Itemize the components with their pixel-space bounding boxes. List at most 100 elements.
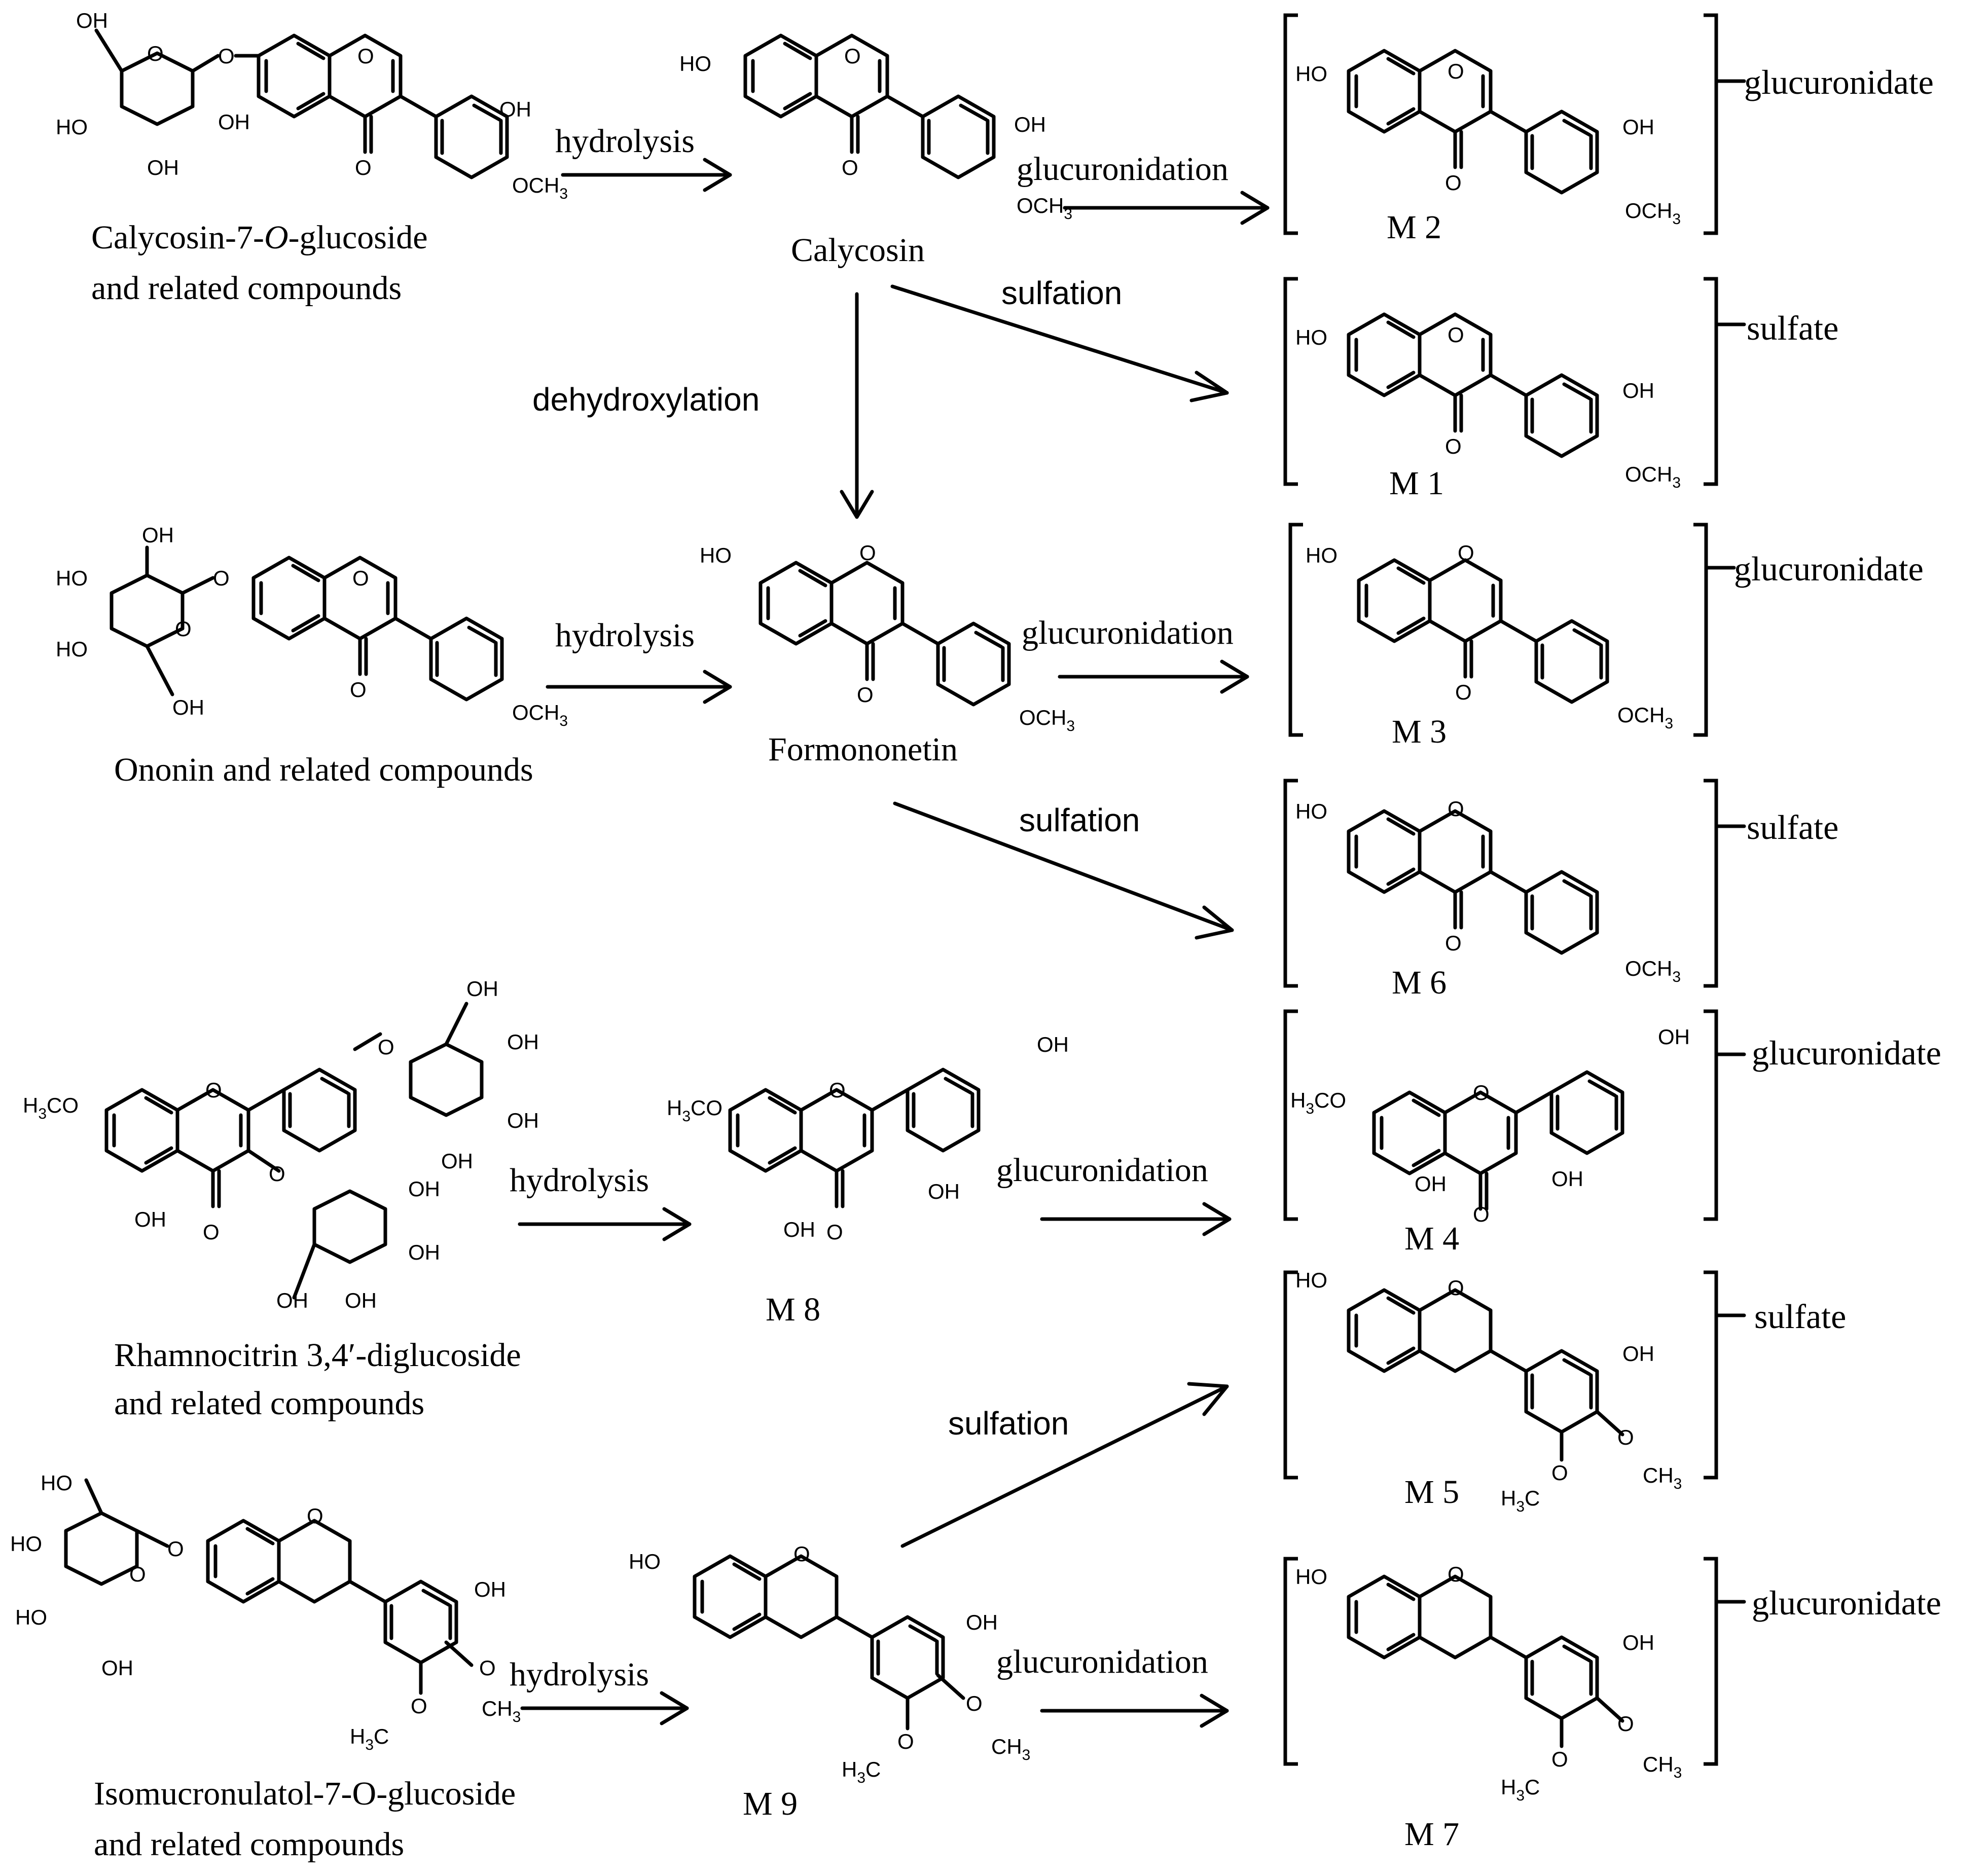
- m1-structure: [1283, 277, 1746, 486]
- reaction-sulfation: sulfation: [1001, 275, 1122, 311]
- atom-ho: HO: [700, 543, 732, 567]
- arrow-head: [840, 490, 874, 519]
- atom-oh: OH: [345, 1289, 377, 1312]
- m3-conjugate: glucuronidate: [1734, 549, 1924, 588]
- m9-structure: [695, 1556, 965, 1731]
- atom-o: O: [1448, 323, 1464, 347]
- atom-h3co: H3CO: [1290, 1088, 1346, 1117]
- atom-o: O: [857, 683, 874, 707]
- atom-oh: OH: [1415, 1172, 1447, 1196]
- atom-h3co: H3CO: [667, 1096, 722, 1125]
- atom-oh: OH: [1037, 1033, 1069, 1056]
- atom-oh: OH: [466, 977, 498, 1001]
- arrow-sulfation: [900, 1384, 1229, 1548]
- atom-o: O: [175, 617, 192, 641]
- m9-label: M 9: [743, 1785, 798, 1822]
- atom-ho: HO: [56, 115, 88, 139]
- reaction-glucuronidation: glucuronidation: [996, 1643, 1208, 1680]
- m5-label: M 5: [1404, 1474, 1459, 1511]
- m4-label: M 4: [1404, 1220, 1459, 1257]
- reaction-sulfation: sulfation: [948, 1405, 1069, 1442]
- atom-o: O: [859, 541, 876, 565]
- atom-o: O: [167, 1537, 184, 1561]
- atom-och3: OCH3: [512, 701, 568, 729]
- arrow-head: [1240, 191, 1270, 225]
- arrow-head: [1195, 905, 1234, 940]
- atom-och3: OCH3: [1625, 199, 1681, 228]
- calycosin-glucoside-label-line2: and related compounds: [91, 270, 402, 307]
- atom-o: O: [205, 1078, 222, 1102]
- atom-o: O: [355, 156, 372, 179]
- reaction-glucuronidation: glucuronidation: [1017, 151, 1228, 188]
- atom-o: O: [1551, 1461, 1568, 1485]
- atom-o: O: [1445, 931, 1462, 955]
- reaction-hydrolysis: hydrolysis: [555, 123, 695, 160]
- atom-och3: OCH3: [1017, 194, 1072, 223]
- rhamnocitrin-structure: [106, 1002, 482, 1300]
- atom-h3c: H3C: [1501, 1775, 1540, 1804]
- atom-o: O: [357, 44, 374, 68]
- atom-ho: HO: [56, 637, 88, 661]
- m7-conjugate: glucuronidate: [1752, 1584, 1941, 1622]
- reaction-hydrolysis: hydrolysis: [510, 1656, 649, 1693]
- atom-o: O: [147, 42, 164, 65]
- atom-och3: OCH3: [512, 173, 568, 202]
- m6-structure: [1283, 779, 1746, 988]
- m1-label: M 1: [1389, 465, 1444, 502]
- atom-oh: OH: [1622, 1631, 1654, 1654]
- m3-structure: [1288, 523, 1736, 737]
- arrow-head: [1200, 1694, 1229, 1728]
- atom-oh: OH: [76, 9, 108, 32]
- atom-o: O: [129, 1562, 146, 1586]
- formononetin-structure: [761, 563, 1009, 705]
- atom-oh: OH: [218, 110, 250, 134]
- m2-label: M 2: [1387, 209, 1441, 246]
- atom-oh: OH: [1014, 113, 1046, 136]
- calycosin-glucoside-label: Calycosin-7-O-glucoside: [91, 219, 428, 256]
- atom-o: O: [966, 1691, 983, 1715]
- atom-h3c: H3C: [1501, 1486, 1540, 1515]
- ononin-label: Ononin and related compounds: [114, 751, 533, 788]
- atom-o: O: [479, 1656, 496, 1680]
- atom-o: O: [826, 1220, 843, 1244]
- ononin-structure: [112, 545, 502, 700]
- atom-o: O: [829, 1078, 846, 1102]
- atom-o: O: [1473, 1081, 1490, 1105]
- atom-ho: HO: [1295, 799, 1327, 823]
- atom-o: O: [269, 1162, 285, 1186]
- atom-ho: HO: [15, 1605, 47, 1629]
- reaction-hydrolysis: hydrolysis: [510, 1162, 649, 1199]
- atom-oh: OH: [928, 1180, 960, 1203]
- atom-o: O: [1617, 1712, 1634, 1736]
- atom-oh: OH: [499, 97, 531, 121]
- atom-h3c: H3C: [350, 1724, 389, 1753]
- atom-h3co: H3CO: [23, 1093, 79, 1122]
- atom-o: O: [897, 1730, 914, 1753]
- m7-structure: [1283, 1557, 1746, 1766]
- atom-o: O: [1445, 434, 1462, 458]
- atom-och3: OCH3: [1019, 706, 1075, 734]
- atom-ho: HO: [1306, 543, 1338, 567]
- atom-oh: OH: [172, 695, 204, 719]
- atom-ho: HO: [1295, 1268, 1327, 1292]
- atom-oh: OH: [1622, 379, 1654, 402]
- atom-o: O: [203, 1220, 220, 1244]
- atom-oh: OH: [966, 1610, 998, 1634]
- atom-ch3: CH3: [482, 1697, 521, 1725]
- isomucronulatol-label-line2: and related compounds: [94, 1826, 404, 1863]
- atom-o: O: [1551, 1747, 1568, 1771]
- arrow-head: [703, 670, 732, 704]
- arrow-head: [1202, 1202, 1232, 1236]
- atom-o: O: [378, 1035, 394, 1059]
- reaction-dehydroxylation: dehydroxylation: [532, 381, 760, 418]
- atom-o: O: [842, 156, 858, 179]
- atom-o: O: [1617, 1425, 1634, 1449]
- atom-oh: OH: [1658, 1025, 1690, 1049]
- m6-label: M 6: [1392, 964, 1447, 1001]
- m8-label: M 8: [766, 1291, 820, 1328]
- atom-oh: OH: [1622, 115, 1654, 139]
- m3-label: M 3: [1392, 713, 1447, 750]
- atom-oh: OH: [1622, 1342, 1654, 1366]
